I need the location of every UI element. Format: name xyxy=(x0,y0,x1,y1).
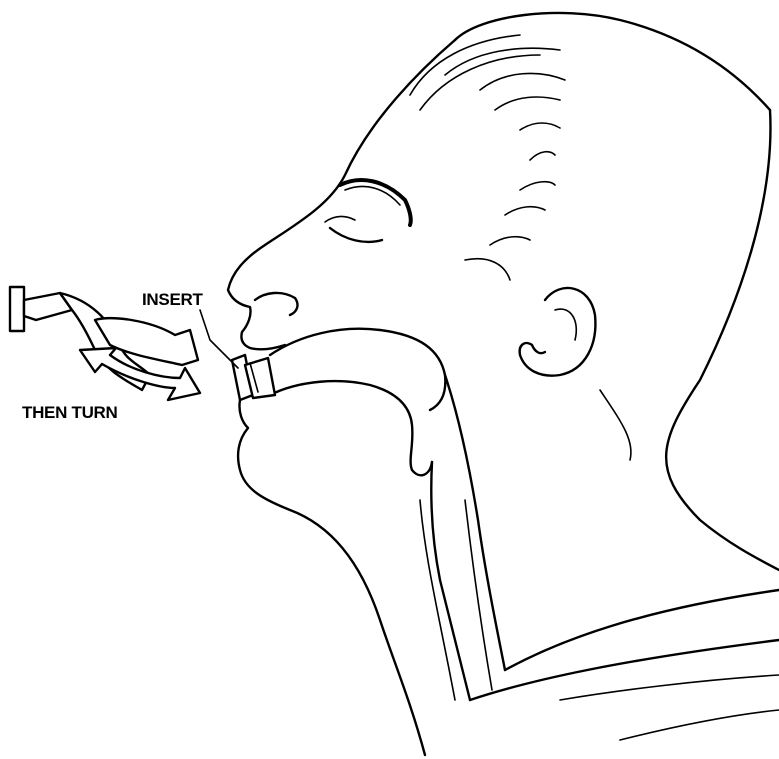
then-turn-label: THEN TURN xyxy=(22,403,118,422)
palate xyxy=(268,327,447,412)
hair-outline xyxy=(453,11,772,112)
shoulder-lines xyxy=(468,588,779,741)
jaw-line xyxy=(599,389,632,461)
nostril xyxy=(253,291,299,317)
insert-label: INSERT xyxy=(142,290,203,309)
airway-device xyxy=(230,353,277,402)
back-of-head xyxy=(665,108,779,572)
insert-leader xyxy=(199,309,239,369)
turn-arrow xyxy=(78,346,202,402)
cheek-line xyxy=(464,258,511,281)
face-profile xyxy=(226,38,457,757)
pharynx-back xyxy=(443,373,507,672)
ear xyxy=(518,286,597,377)
eyebrow xyxy=(338,178,413,227)
tongue xyxy=(268,379,434,477)
hair-strands xyxy=(409,34,566,246)
trachea-line xyxy=(419,499,456,701)
closed-eye xyxy=(328,226,384,244)
pharynx-front xyxy=(430,460,472,702)
